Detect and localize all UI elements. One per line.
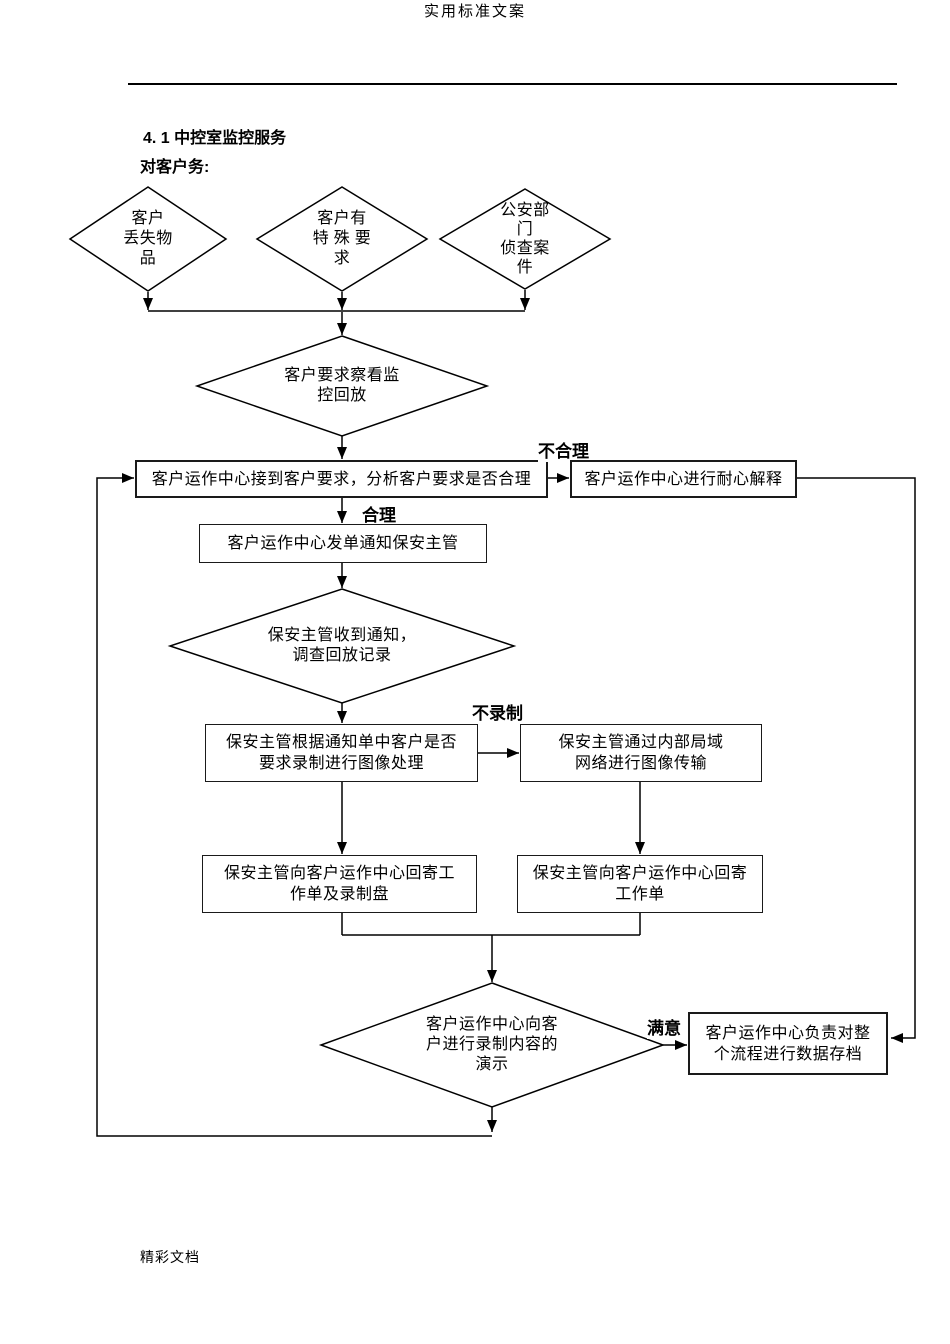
diamond-shape	[70, 187, 226, 291]
process-chief-lan-transmission: 保安主管通过内部局域 网络进行图像传输	[520, 724, 762, 782]
decision-customer-special-request: 客户有 特 殊 要 求	[257, 187, 427, 291]
page-footer-text: 精彩文档	[140, 1251, 200, 1266]
edge-feedback-loop-left	[96, 473, 492, 1137]
process-chief-mail-worksheet: 保安主管向客户运作中心回寄 工作单	[517, 855, 763, 913]
node-label: 保安主管收到通知， 调查回放记录	[267, 627, 417, 664]
decision-police-investigation: 公安部 门 侦查案 件	[440, 189, 610, 289]
branch-label-reasonable: 合理	[362, 501, 396, 526]
node-label: 保安主管向客户运作中心回寄工 作单及录制盘	[223, 865, 455, 903]
node-label: 客户要求察看监 控回放	[284, 367, 400, 404]
node-label: 客户运作中心向客 户进行录制内容的 演示	[425, 1016, 558, 1073]
process-center-notifies-security-chief: 客户运作中心发单通知保安主管	[199, 524, 487, 563]
node-label: 保安主管通过内部局域 网络进行图像传输	[558, 734, 724, 772]
branch-label-unreasonable: 不合理	[538, 437, 589, 462]
diamond-shape	[170, 589, 514, 703]
section-subtitle: 对客户务:	[140, 159, 210, 176]
node-label: 客户运作中心进行耐心解释	[584, 470, 783, 488]
edge-r2-to-r8-loop	[797, 477, 916, 1043]
node-label: 保安主管根据通知单中客户是否 要求录制进行图像处理	[225, 734, 457, 772]
header-divider	[128, 83, 897, 85]
section-title: 4. 1 中控室监控服务	[143, 130, 287, 147]
node-label: 保安主管向客户运作中心回寄 工作单	[532, 865, 748, 903]
page-header-text: 实用标准文案	[423, 4, 526, 20]
node-label: 客户运作中心接到客户要求，分析客户要求是否合理	[151, 470, 532, 488]
decision-center-demonstrates-content: 客户运作中心向客 户进行录制内容的 演示	[321, 983, 663, 1107]
process-chief-mail-worksheet-disc: 保安主管向客户运作中心回寄工 作单及录制盘	[202, 855, 477, 913]
node-label: 客户有 特 殊 要 求	[312, 210, 372, 267]
diamond-shape	[440, 189, 610, 289]
decision-chief-receives-notice: 保安主管收到通知， 调查回放记录	[170, 589, 514, 703]
diamond-shape	[257, 187, 427, 291]
decision-customer-requests-playback: 客户要求察看监 控回放	[197, 336, 487, 436]
branch-label-no-record: 不录制	[472, 699, 523, 724]
node-label: 公安部 门 侦查案 件	[500, 202, 550, 276]
diamond-shape	[197, 336, 487, 436]
decision-customer-lost-item: 客户 丢失物 品	[70, 187, 226, 291]
process-center-archives-data: 客户运作中心负责对整 个流程进行数据存档	[688, 1012, 888, 1075]
process-center-patient-explanation: 客户运作中心进行耐心解释	[570, 460, 797, 498]
node-label: 客户运作中心发单通知保安主管	[227, 535, 459, 552]
diamond-shape	[321, 983, 663, 1107]
process-chief-image-processing: 保安主管根据通知单中客户是否 要求录制进行图像处理	[205, 724, 478, 782]
node-label: 客户 丢失物 品	[123, 210, 173, 267]
branch-label-satisfied: 满意	[647, 1014, 681, 1039]
node-label: 客户运作中心负责对整 个流程进行数据存档	[705, 1024, 871, 1063]
process-center-receives-request: 客户运作中心接到客户要求，分析客户要求是否合理	[135, 460, 548, 498]
